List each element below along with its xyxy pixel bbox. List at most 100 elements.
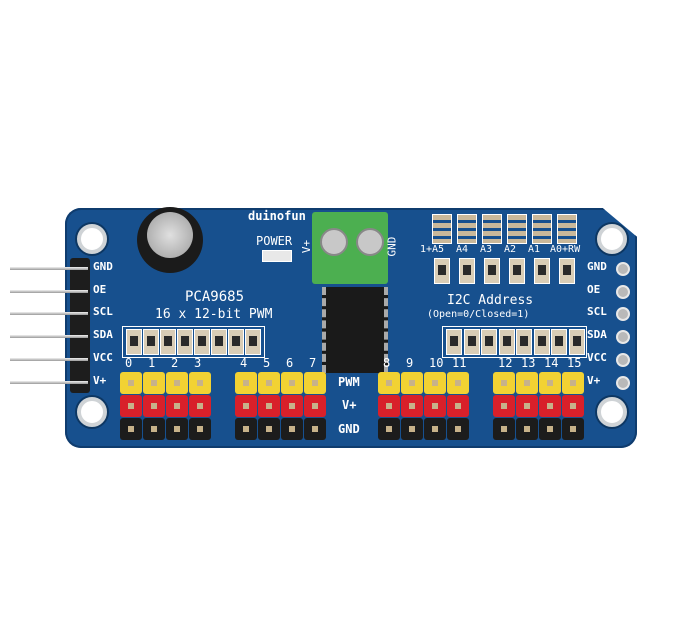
pin-pad bbox=[616, 307, 630, 321]
chip-name-label: PCA9685 bbox=[185, 289, 245, 305]
pwm-subtitle: 16 x 12-bit PWM bbox=[155, 307, 273, 322]
gnd-pin-header bbox=[120, 418, 142, 440]
vplus-pin-header bbox=[378, 395, 400, 417]
pca9685-chip bbox=[322, 287, 388, 373]
pwm-pin-header bbox=[378, 372, 400, 394]
vplus-pin-header bbox=[493, 395, 515, 417]
address-label: A4 bbox=[456, 244, 469, 255]
channel-number: 7 bbox=[309, 356, 317, 370]
gnd-pin-header bbox=[493, 418, 515, 440]
pwm-pin-header bbox=[120, 372, 142, 394]
pwm-pin-header bbox=[447, 372, 469, 394]
address-jumper bbox=[482, 214, 502, 244]
resistor bbox=[446, 329, 462, 355]
header-pin bbox=[10, 312, 88, 315]
gnd-pin-header bbox=[378, 418, 400, 440]
channel-number: 8 bbox=[383, 356, 391, 370]
pin-pad bbox=[616, 376, 630, 390]
pwm-pin-header bbox=[189, 372, 211, 394]
address-resistor bbox=[484, 258, 500, 284]
gnd-pin-header bbox=[424, 418, 446, 440]
channel-number: 12 bbox=[498, 356, 513, 370]
gnd-pin-header bbox=[539, 418, 561, 440]
i2c-address-note: (Open=0/Closed=1) bbox=[427, 309, 530, 320]
header-pin bbox=[10, 335, 88, 338]
channel-number: 6 bbox=[286, 356, 294, 370]
row-label-vplus: V+ bbox=[342, 398, 357, 412]
resistor bbox=[481, 329, 497, 355]
address-resistor bbox=[434, 258, 450, 284]
channel-number: 2 bbox=[171, 356, 179, 370]
pwm-pin-header bbox=[235, 372, 257, 394]
vplus-pin-header bbox=[189, 395, 211, 417]
left-pin-label: SDA bbox=[93, 328, 113, 341]
pwm-pin-header bbox=[562, 372, 584, 394]
address-resistor bbox=[559, 258, 575, 284]
resistor bbox=[211, 329, 227, 355]
address-label: 1+A5 bbox=[420, 244, 445, 255]
channel-number: 1 bbox=[148, 356, 156, 370]
gnd-pin-header bbox=[562, 418, 584, 440]
row-label-gnd: GND bbox=[338, 422, 360, 436]
resistor bbox=[228, 329, 244, 355]
resistor bbox=[568, 329, 585, 355]
channel-number: 10 bbox=[429, 356, 444, 370]
resistor bbox=[160, 329, 176, 355]
left-pin-label: OE bbox=[93, 283, 107, 296]
mounting-hole bbox=[77, 397, 107, 427]
mounting-hole bbox=[77, 224, 107, 254]
terminal-vplus-label: V+ bbox=[300, 239, 314, 254]
resistor bbox=[533, 329, 550, 355]
gnd-pin-header bbox=[401, 418, 423, 440]
pwm-pin-header bbox=[516, 372, 538, 394]
right-pin-label: VCC bbox=[587, 351, 607, 364]
pwm-pin-header bbox=[258, 372, 280, 394]
header-pin bbox=[10, 267, 88, 270]
vplus-pin-header bbox=[281, 395, 303, 417]
gnd-pin-header bbox=[166, 418, 188, 440]
power-label: POWER bbox=[256, 234, 293, 248]
gnd-pin-header bbox=[447, 418, 469, 440]
header-pin bbox=[10, 381, 88, 384]
vplus-pin-header bbox=[562, 395, 584, 417]
vplus-pin-header bbox=[516, 395, 538, 417]
vplus-pin-header bbox=[143, 395, 165, 417]
address-jumper bbox=[532, 214, 552, 244]
channel-number: 3 bbox=[194, 356, 202, 370]
header-pin bbox=[10, 358, 88, 361]
pwm-pin-header bbox=[493, 372, 515, 394]
gnd-pin-header bbox=[189, 418, 211, 440]
gnd-pin-header bbox=[258, 418, 280, 440]
channel-number: 14 bbox=[544, 356, 559, 370]
vplus-pin-header bbox=[166, 395, 188, 417]
header-pin bbox=[10, 290, 88, 293]
gnd-pin-header bbox=[281, 418, 303, 440]
brand-label: duinofun bbox=[248, 209, 306, 223]
resistor bbox=[194, 329, 210, 355]
vplus-pin-header bbox=[258, 395, 280, 417]
gnd-pin-header bbox=[143, 418, 165, 440]
right-pin-label: GND bbox=[587, 260, 607, 273]
mounting-hole bbox=[597, 397, 627, 427]
right-pin-label: OE bbox=[587, 283, 601, 296]
left-pin-label: VCC bbox=[93, 351, 113, 364]
channel-number: 5 bbox=[263, 356, 271, 370]
gnd-pin-header bbox=[235, 418, 257, 440]
right-pin-label: SDA bbox=[587, 328, 607, 341]
right-pin-label: V+ bbox=[587, 374, 601, 387]
pin-pad bbox=[616, 285, 630, 299]
pwm-pin-header bbox=[304, 372, 326, 394]
pwm-pin-header bbox=[143, 372, 165, 394]
resistor bbox=[143, 329, 159, 355]
channel-number: 15 bbox=[567, 356, 582, 370]
pwm-pin-header bbox=[539, 372, 561, 394]
left-pin-label: V+ bbox=[93, 374, 107, 387]
pin-pad bbox=[616, 330, 630, 344]
address-label: A3 bbox=[480, 244, 493, 255]
pin-pad bbox=[616, 353, 630, 367]
resistor bbox=[498, 329, 515, 355]
resistor bbox=[551, 329, 567, 355]
right-pin-label: SCL bbox=[587, 305, 607, 318]
screw-icon bbox=[356, 228, 384, 256]
